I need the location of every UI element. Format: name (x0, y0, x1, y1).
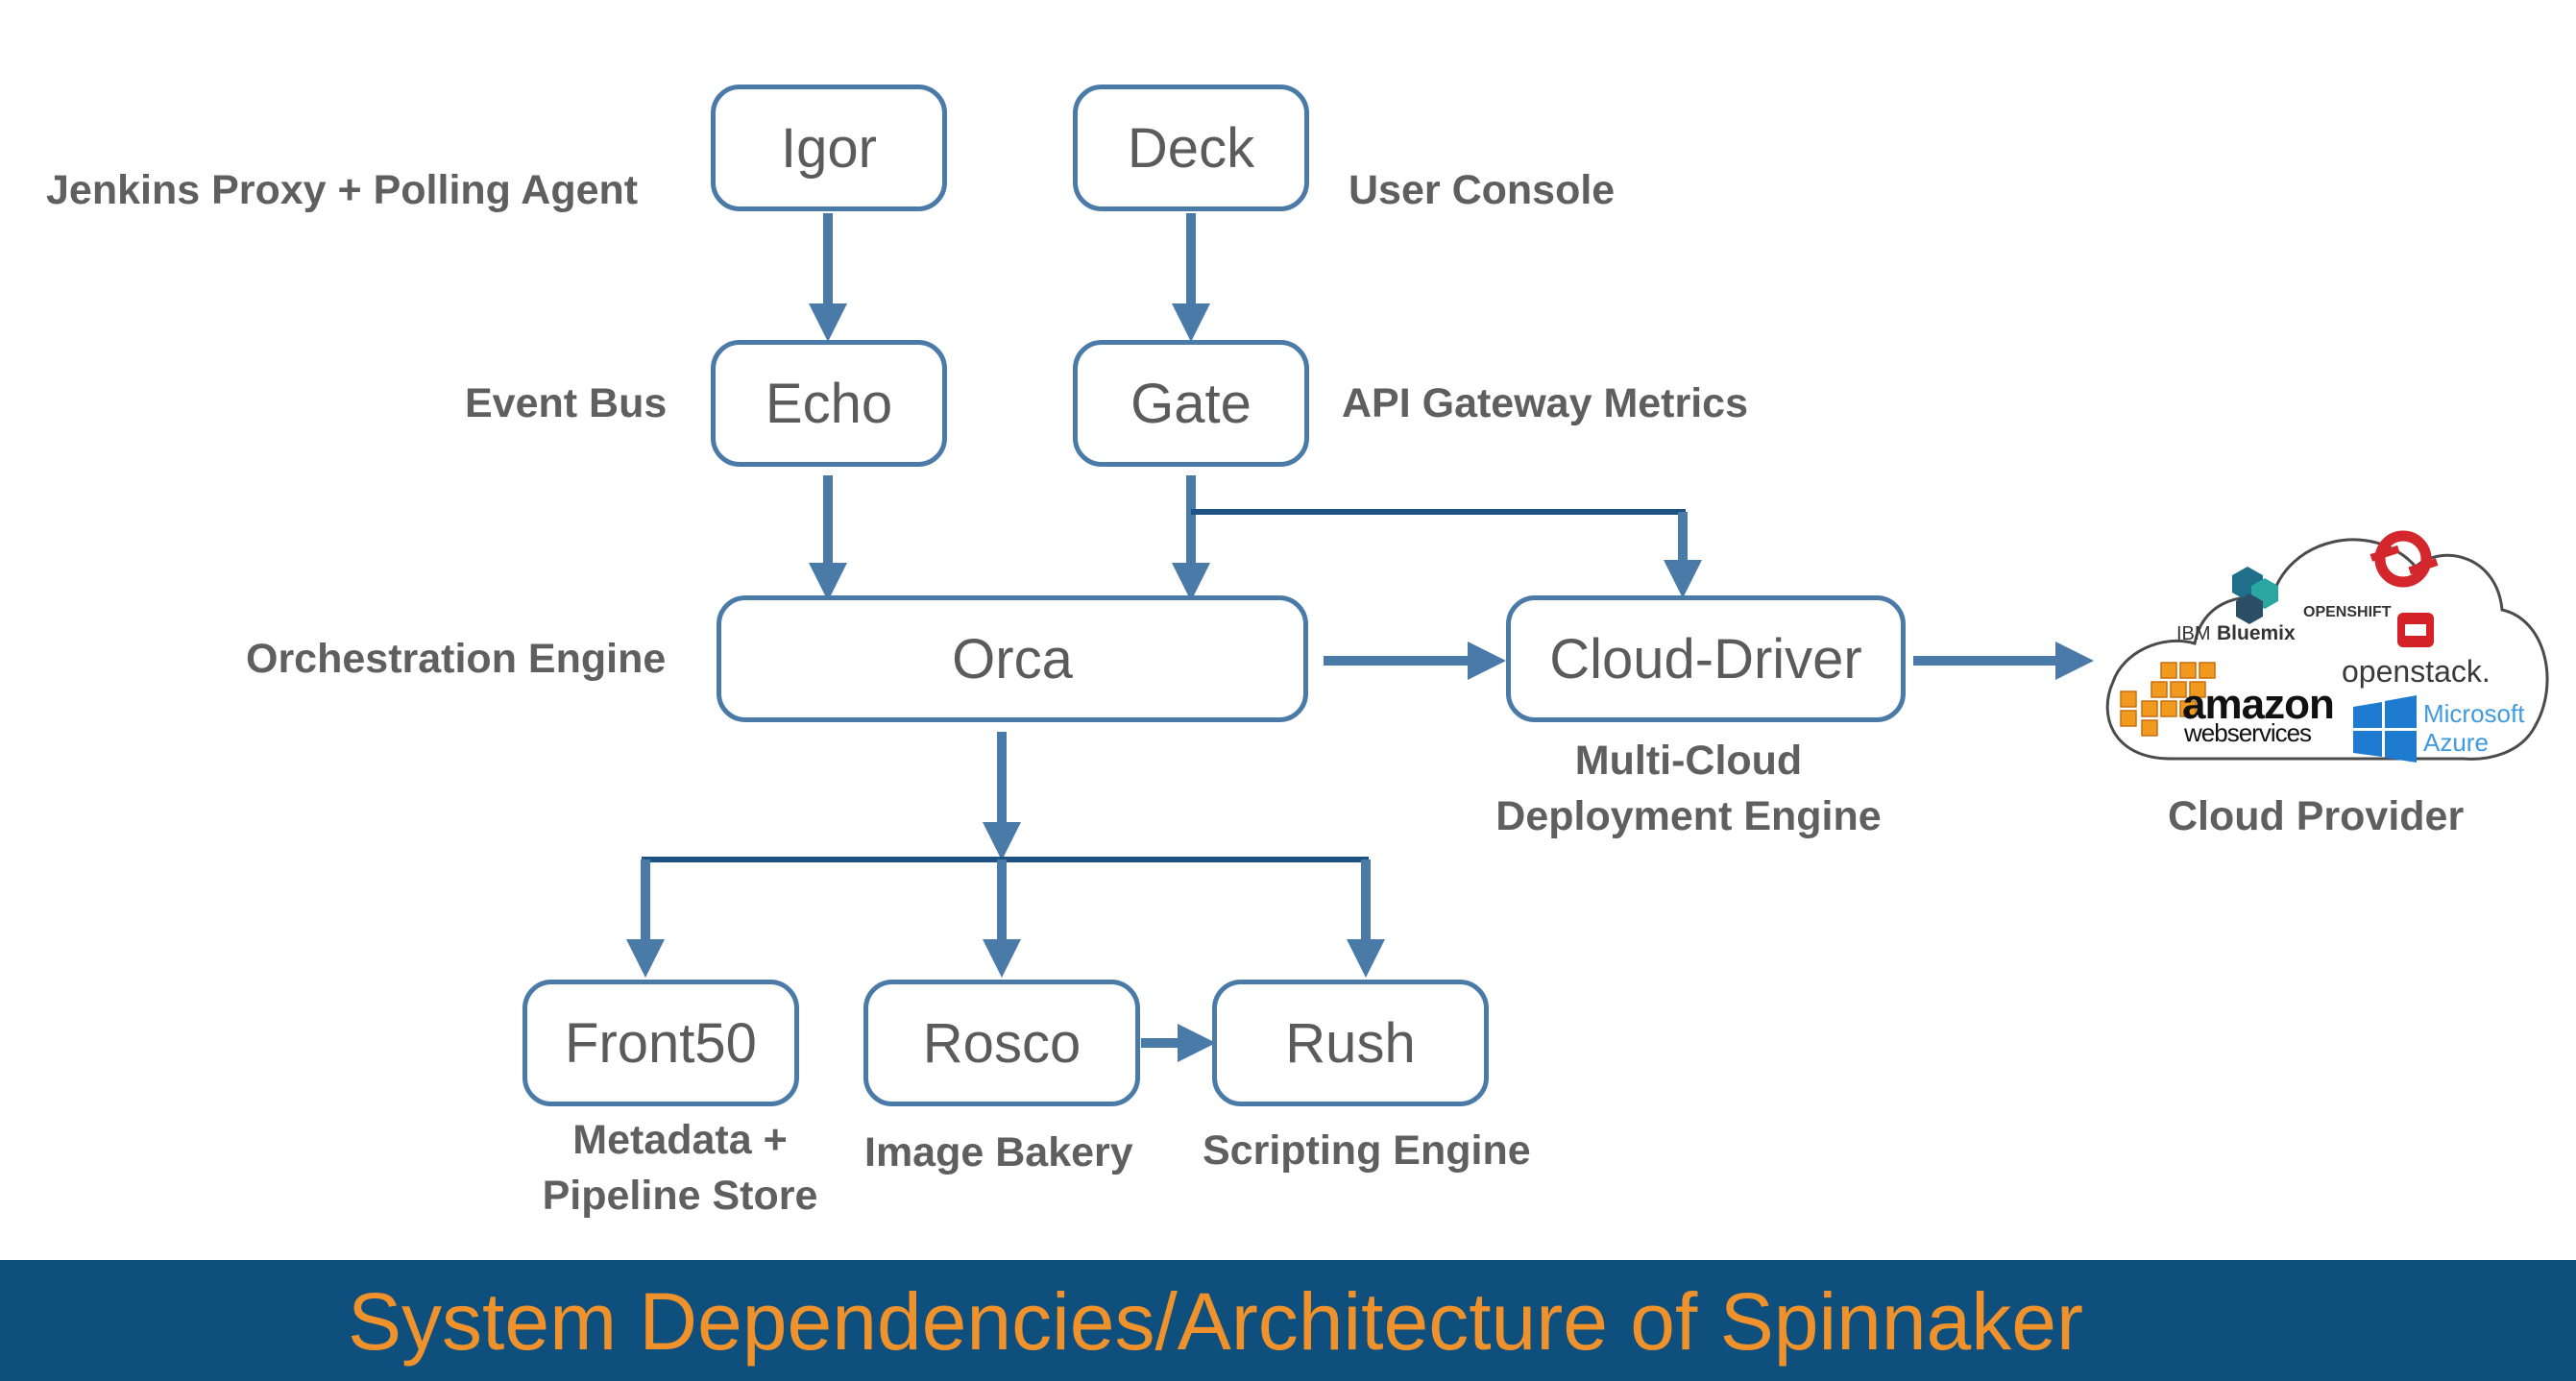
label-echo: Event Bus (465, 380, 668, 426)
openshift-logo (2369, 530, 2439, 588)
node-igor: Igor (711, 85, 947, 211)
connector-gate-clouddriver (1191, 509, 1686, 519)
cloud-provider-icon: IBM Bluemix OPENSHIFT openstack. amazon … (2105, 530, 2549, 763)
banner-title: System Dependencies/Architecture of Spin… (348, 1276, 2083, 1367)
label-deck: User Console (1349, 167, 1616, 213)
openshift-text: OPENSHIFT (2303, 604, 2392, 620)
openstack-logo (2397, 613, 2434, 647)
label-igor: Jenkins Proxy + Polling Agent (46, 167, 639, 213)
microsoft-text: Microsoft (2423, 699, 2525, 728)
node-orca: Orca (717, 595, 1308, 722)
label-cloud-driver: Multi-Cloud Deployment Engine (1456, 733, 1921, 844)
node-deck: Deck (1073, 85, 1309, 211)
node-echo: Echo (711, 340, 947, 467)
label-front50: Metadata + Pipeline Store (503, 1112, 857, 1224)
openstack-text: openstack. (2342, 654, 2491, 689)
node-front50: Front50 (522, 980, 799, 1106)
label-orca: Orchestration Engine (246, 636, 667, 682)
bluemix-text: Bluemix (2217, 622, 2296, 644)
connector-lines (626, 213, 2094, 1062)
node-cloud-driver: Cloud-Driver (1506, 595, 1906, 722)
label-gate: API Gateway Metrics (1342, 380, 1749, 426)
label-front50-line2: Pipeline Store (542, 1173, 818, 1219)
label-front50-line1: Metadata + (572, 1117, 788, 1163)
aws-logo (2120, 662, 2216, 737)
node-gate: Gate (1073, 340, 1309, 467)
amazon-text: amazon (2182, 681, 2334, 728)
label-cloud-driver-line1: Multi-Cloud (1574, 738, 1803, 784)
webservices-text: webservices (2183, 718, 2312, 747)
bluemix-logo (2232, 567, 2278, 624)
title-banner (0, 1260, 2576, 1381)
node-rosco: Rosco (863, 980, 1140, 1106)
label-cloud-driver-line2: Deployment Engine (1495, 793, 1882, 839)
label-rosco: Image Bakery (864, 1129, 1133, 1175)
node-rush: Rush (1212, 980, 1489, 1106)
cloud-outline (2105, 538, 2549, 761)
azure-text: Azure (2423, 728, 2489, 757)
ibm-text: IBM (2176, 623, 2211, 644)
label-rush: Scripting Engine (1203, 1127, 1531, 1174)
label-cloud-provider: Cloud Provider (2168, 793, 2465, 839)
azure-logo (2353, 695, 2417, 763)
